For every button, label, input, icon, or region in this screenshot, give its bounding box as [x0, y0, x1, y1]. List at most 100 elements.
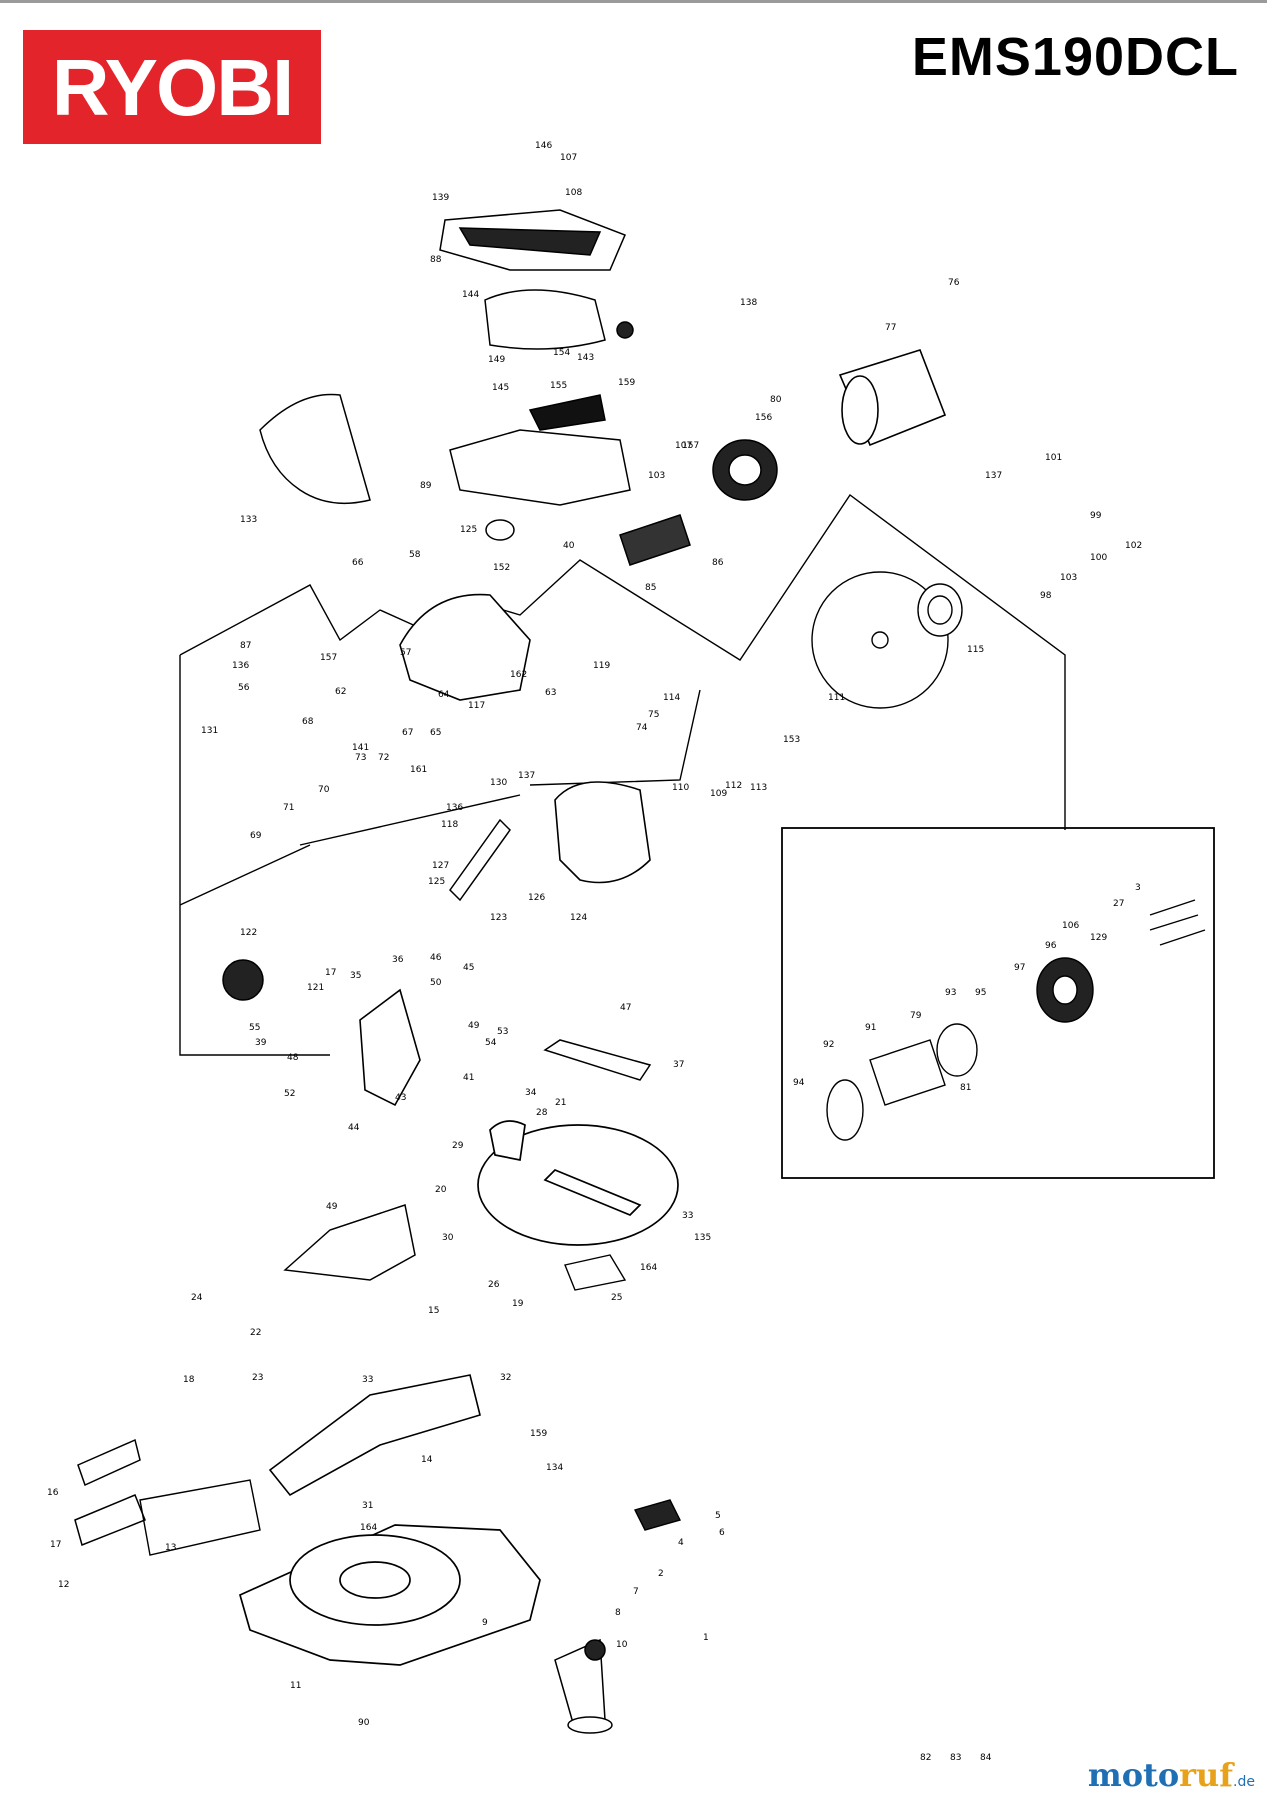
callout-number: 126 [528, 893, 545, 903]
callout-number: 88 [430, 255, 442, 265]
callout-number: 46 [430, 953, 442, 963]
callout-number: 44 [348, 1123, 360, 1133]
callout-number: 49 [326, 1202, 338, 1212]
callout-number: 103 [648, 471, 665, 481]
callout-number: 106 [1062, 921, 1079, 931]
callout-number: 92 [823, 1040, 834, 1050]
callout-number: 69 [250, 831, 262, 841]
callout-number: 62 [335, 687, 346, 697]
callout-number: 4 [678, 1538, 684, 1548]
callout-number: 18 [183, 1375, 195, 1385]
table-support-part [268, 1374, 481, 1497]
callout-number: 134 [546, 1463, 563, 1473]
callout-number: 43 [395, 1093, 406, 1103]
watermark: motoruf.de [1088, 1756, 1255, 1794]
callout-number: 130 [490, 778, 507, 788]
callout-number: 137 [985, 471, 1002, 481]
callout-number: 29 [452, 1141, 464, 1151]
callout-number: 87 [240, 641, 251, 651]
callout-number: 111 [828, 693, 845, 703]
callout-number: 154 [553, 348, 570, 358]
callout-number: 144 [462, 290, 479, 300]
callout-number: 110 [672, 783, 689, 793]
callout-number: 49 [468, 1021, 480, 1031]
callout-number: 119 [593, 661, 610, 671]
dust-bag-part [259, 393, 371, 505]
callout-number: 115 [967, 645, 984, 655]
lower-handle-part [449, 394, 631, 541]
callout-number: 41 [463, 1073, 474, 1083]
svg-text:RYOBI: RYOBI [52, 47, 292, 127]
callout-number: 107 [560, 153, 577, 163]
callout-number: 30 [442, 1233, 454, 1243]
callout-number: 32 [500, 1373, 511, 1383]
motor-housing-part [838, 349, 947, 447]
callout-number: 72 [378, 753, 389, 763]
callout-number: 17 [50, 1540, 61, 1550]
callout-number: 12 [58, 1580, 69, 1590]
callout-number: 82 [920, 1753, 931, 1763]
ryobi-logo-mark: RYOBI [52, 47, 294, 127]
callout-number: 10 [616, 1640, 628, 1650]
callout-number: 162 [510, 670, 527, 680]
callout-number: 97 [1014, 963, 1025, 973]
frame-line [299, 794, 521, 846]
callout-number: 27 [1113, 899, 1124, 909]
callout-number: 123 [490, 913, 507, 923]
callout-number: 98 [1040, 591, 1052, 601]
callout-number: 125 [428, 877, 445, 887]
callout-number: 95 [975, 988, 986, 998]
callout-number: 75 [648, 710, 659, 720]
callout-number: 139 [432, 193, 449, 203]
callout-number: 15 [428, 1306, 439, 1316]
callout-number: 85 [645, 583, 656, 593]
callout-number: 135 [694, 1233, 711, 1243]
callout-number: 13 [165, 1543, 176, 1553]
callout-number: 107 [675, 441, 692, 451]
stop-block-part [633, 1499, 682, 1531]
laser-end-cap-part [826, 1079, 864, 1141]
callout-number: 138 [740, 298, 757, 308]
callout-number: 39 [255, 1038, 267, 1048]
callout-number: 149 [488, 355, 505, 365]
callout-number: 3 [1135, 883, 1141, 893]
callout-number: 37 [673, 1060, 684, 1070]
flange-part [917, 583, 963, 637]
callout-number: 101 [1045, 453, 1062, 463]
callout-number: 102 [1125, 541, 1142, 551]
callout-number: 118 [441, 820, 458, 830]
callout-number: 40 [563, 541, 575, 551]
callout-number: 159 [530, 1429, 547, 1439]
callout-number: 129 [1090, 933, 1107, 943]
callout-number: 64 [438, 690, 450, 700]
watermark-suffix: .de [1233, 1774, 1255, 1790]
callout-number: 76 [948, 278, 960, 288]
callout-number: 68 [302, 717, 314, 727]
callout-number: 2 [658, 1569, 664, 1579]
callout-number: 133 [240, 515, 257, 525]
callout-number: 73 [355, 753, 366, 763]
callout-number: 80 [770, 395, 782, 405]
callout-number: 164 [640, 1263, 657, 1273]
kerf-plate-part [283, 1204, 416, 1281]
callout-number: 63 [545, 688, 556, 698]
callout-number: 11 [290, 1681, 301, 1691]
callout-number: 48 [287, 1053, 299, 1063]
callout-number: 16 [47, 1488, 59, 1498]
callout-number: 125 [460, 525, 477, 535]
callout-number: 9 [482, 1618, 488, 1628]
callout-number: 131 [201, 726, 218, 736]
callout-number: 112 [725, 781, 742, 791]
callout-number: 71 [283, 803, 294, 813]
callout-number: 84 [980, 1753, 992, 1763]
callout-number: 77 [885, 323, 896, 333]
callout-number: 153 [783, 735, 800, 745]
callout-number: 156 [755, 413, 772, 423]
laser-housing-part [1036, 957, 1094, 1023]
callout-number: 56 [238, 683, 250, 693]
callout-number: 47 [620, 1003, 631, 1013]
callout-number: 157 [682, 441, 699, 451]
callout-number: 25 [611, 1293, 622, 1303]
